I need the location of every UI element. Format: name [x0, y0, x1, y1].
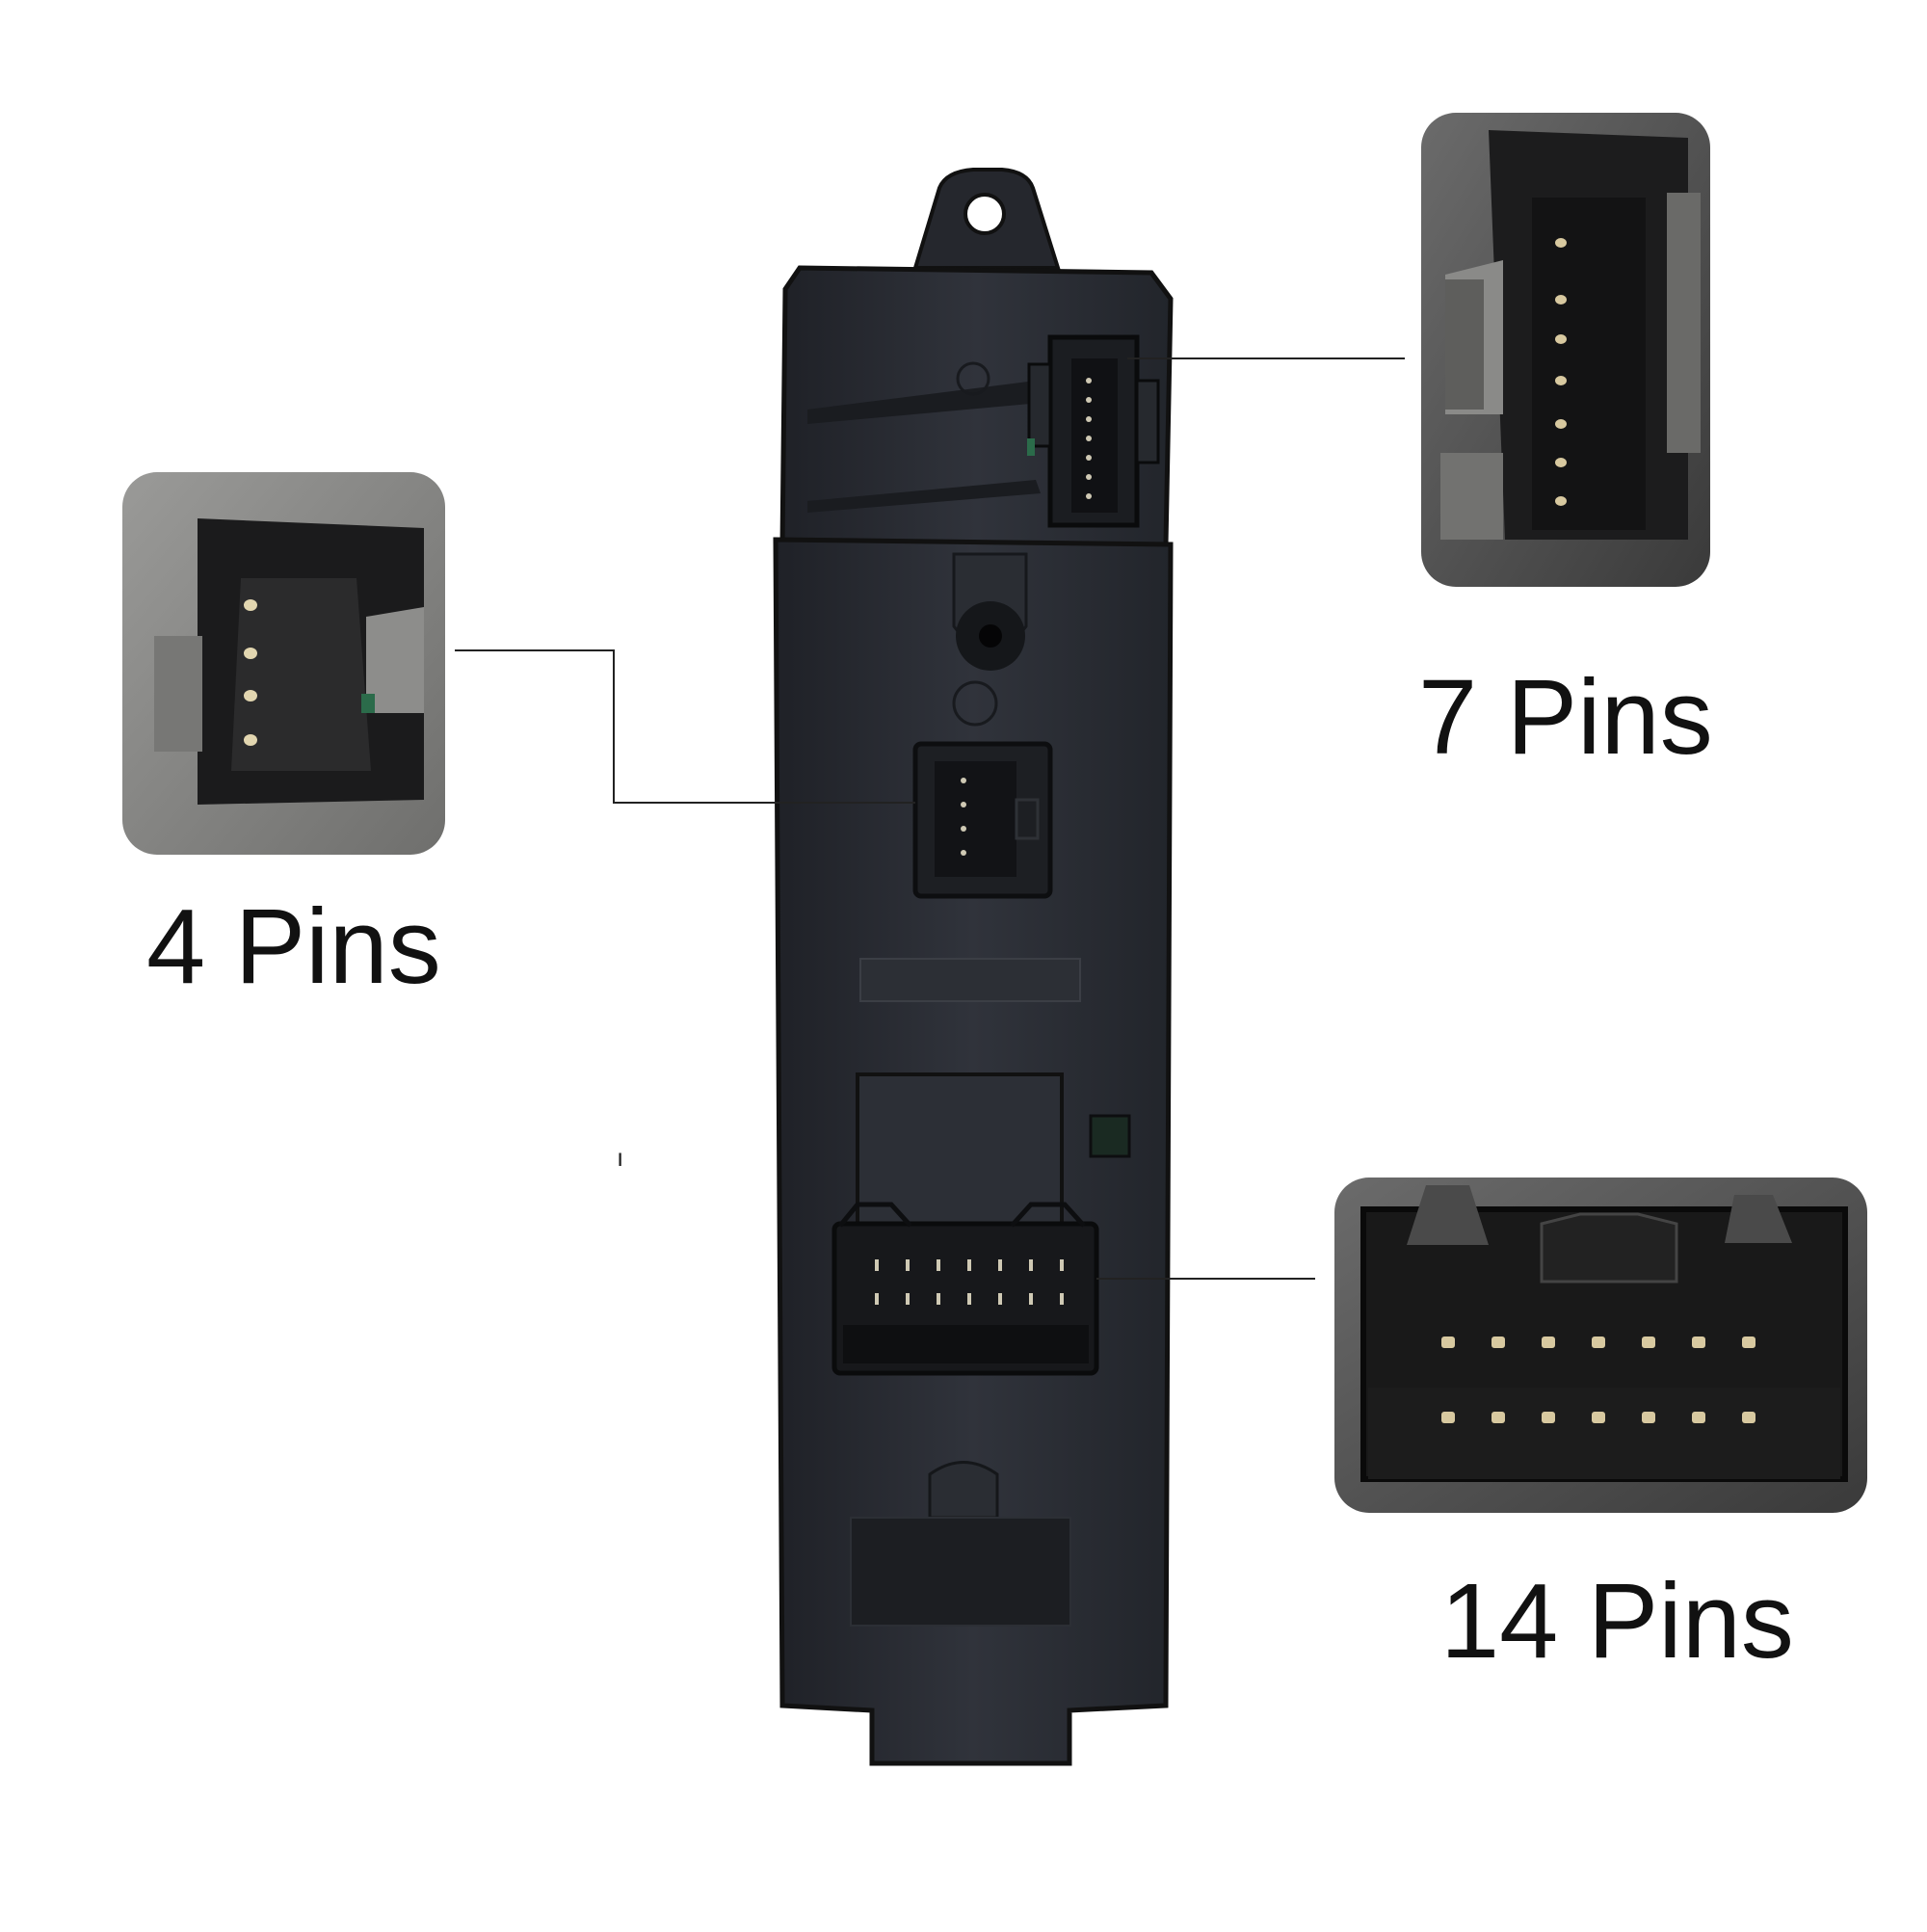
- label-4-pins: 4 Pins: [146, 887, 441, 1006]
- mounting-hole: [964, 193, 1006, 235]
- bottom-plate: [850, 1517, 1071, 1627]
- upper-circle: [956, 361, 990, 396]
- closeup-4pin: [122, 472, 445, 855]
- switch-housing: [773, 168, 1174, 1766]
- label-plate: [859, 958, 1081, 1002]
- body-connector-4pin: [912, 741, 1053, 899]
- label-14-pins: 14 Pins: [1440, 1562, 1794, 1681]
- closeup-7pin: [1421, 113, 1710, 587]
- green-indicator: [1089, 1114, 1131, 1158]
- body-connector-14pin: [832, 1202, 1099, 1376]
- closeup-14pin: [1334, 1178, 1867, 1513]
- label-7-pins: 7 Pins: [1418, 658, 1713, 777]
- body-connector-7pin: [1027, 334, 1160, 528]
- upper-ramp: [807, 480, 1041, 513]
- screw-hole-core: [979, 624, 1002, 648]
- callout-lines: [455, 357, 1405, 1280]
- stray-mark: ı: [617, 1143, 623, 1172]
- body-circle: [952, 680, 998, 727]
- bottom-boss: [928, 1461, 999, 1520]
- leader-line-4pin: [455, 649, 915, 804]
